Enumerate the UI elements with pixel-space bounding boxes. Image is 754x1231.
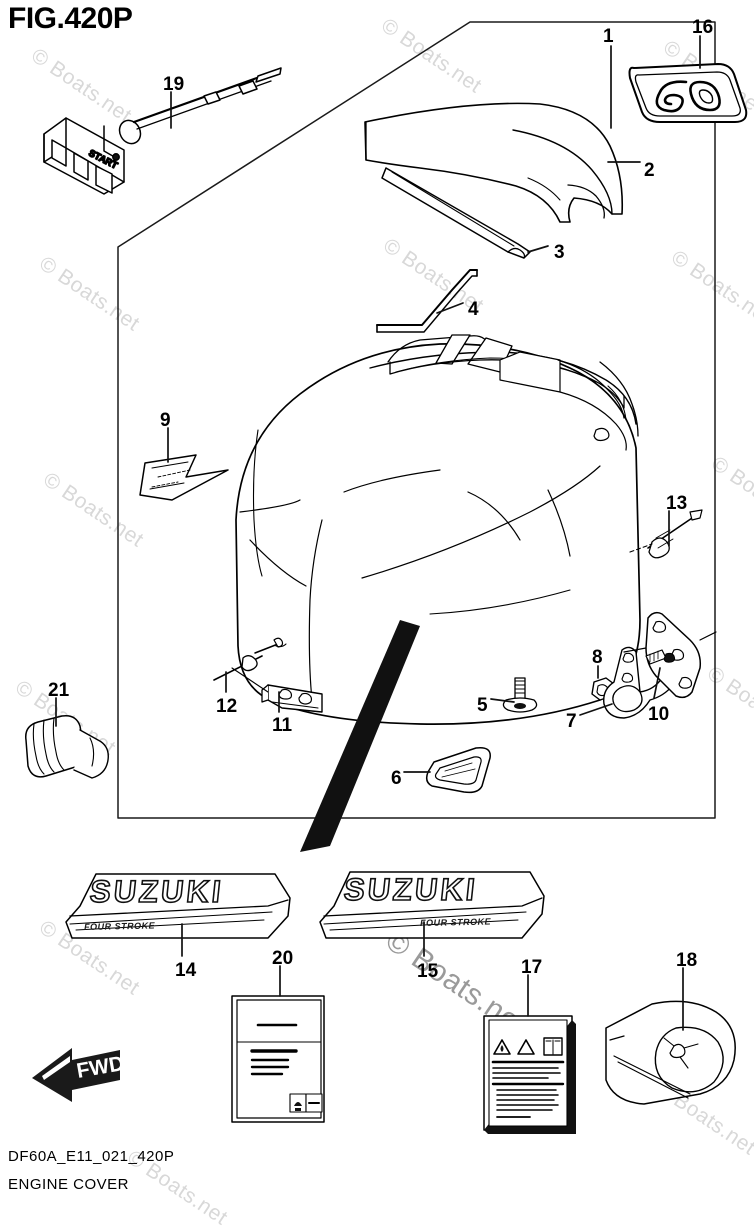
part-10-latch-bracket xyxy=(623,611,717,699)
callout-nut: 8 xyxy=(592,647,603,668)
part-12-hinge-pin xyxy=(213,637,287,681)
part-9-s-emblem xyxy=(139,454,229,501)
part-1-engine-cowling xyxy=(235,334,641,725)
callout-suzuki-decal-left: 14 xyxy=(175,960,197,981)
figure-code: DF60A_E11_021_420P xyxy=(8,1148,175,1165)
suzuki-wordmark: SUZUKI xyxy=(88,873,227,910)
part-11-hinge-plate xyxy=(231,667,323,713)
callout-seal-strip: 3 xyxy=(554,242,565,263)
part-5-cushion-screw xyxy=(502,677,538,713)
callout-hinge-pin: 12 xyxy=(216,696,238,717)
callout-engine-cover-assembly: 1 xyxy=(603,26,614,47)
part-17-warning-label xyxy=(483,1015,576,1134)
part-7-latch-hook xyxy=(603,646,691,719)
watermark: © Boats.net xyxy=(707,452,754,536)
part-2-rear-cover xyxy=(364,102,624,223)
part-6-grommet-pad xyxy=(425,746,491,794)
fwd-direction-marker: FWD xyxy=(32,1048,126,1102)
callout-grommet-pad: 6 xyxy=(391,768,402,789)
sub-brand-text: FOUR STROKE xyxy=(84,920,156,932)
part-20-owners-manual xyxy=(231,995,325,1123)
watermark: © Boats.net xyxy=(377,14,486,98)
fwd-label: FWD xyxy=(75,1052,126,1083)
start-text: START xyxy=(87,148,120,172)
watermark: © Boats.net xyxy=(667,246,754,330)
callout-latch-bracket: 10 xyxy=(648,704,670,725)
diagram-artwork: START xyxy=(25,21,748,1134)
callout-protective-cover: 18 xyxy=(676,950,698,971)
callout-cushion-screw: 5 xyxy=(477,695,488,716)
callout-starter-rope-handle: 19 xyxy=(163,74,185,95)
figure-name: ENGINE COVER xyxy=(8,1176,130,1193)
figure-title: FIG.420P xyxy=(8,2,133,35)
watermark: © Boats.net xyxy=(35,252,144,336)
watermark: © Boats.net xyxy=(39,468,148,552)
callout-owners-manual: 20 xyxy=(272,948,294,969)
callout-rear-cover: 2 xyxy=(644,160,655,181)
part-8-nut xyxy=(591,677,615,701)
watermark: © Boats.net xyxy=(659,36,754,120)
callout-latch-hook: 7 xyxy=(566,711,577,732)
callout-warning-label: 17 xyxy=(521,957,543,978)
watermark: © Boats.net xyxy=(379,924,533,1043)
callout-hook-rod: 4 xyxy=(468,299,479,320)
reference-frame-hexagon xyxy=(117,21,716,819)
watermark: © Boats.net xyxy=(651,1076,754,1160)
callout-hinge-plate: 11 xyxy=(272,715,293,736)
callout-drain-plug: 21 xyxy=(48,680,70,701)
callout-model-number-decal: 16 xyxy=(692,17,714,38)
lead-wedge xyxy=(300,620,420,852)
callout-rivet: 13 xyxy=(666,493,688,514)
part-13-rivet xyxy=(629,509,703,559)
callout-s-emblem-decal: 9 xyxy=(160,410,171,431)
watermark: © Boats.net xyxy=(703,662,754,746)
suzuki-wordmark: SUZUKI xyxy=(342,871,481,908)
parts-diagram-page: © Boats.net © Boats.net © Boats.net © Bo… xyxy=(8,2,754,1230)
sub-brand-text: FOUR STROKE xyxy=(420,916,492,928)
callout-suzuki-decal-right: 15 xyxy=(417,961,439,982)
watermark: © Boats.net xyxy=(27,44,136,128)
